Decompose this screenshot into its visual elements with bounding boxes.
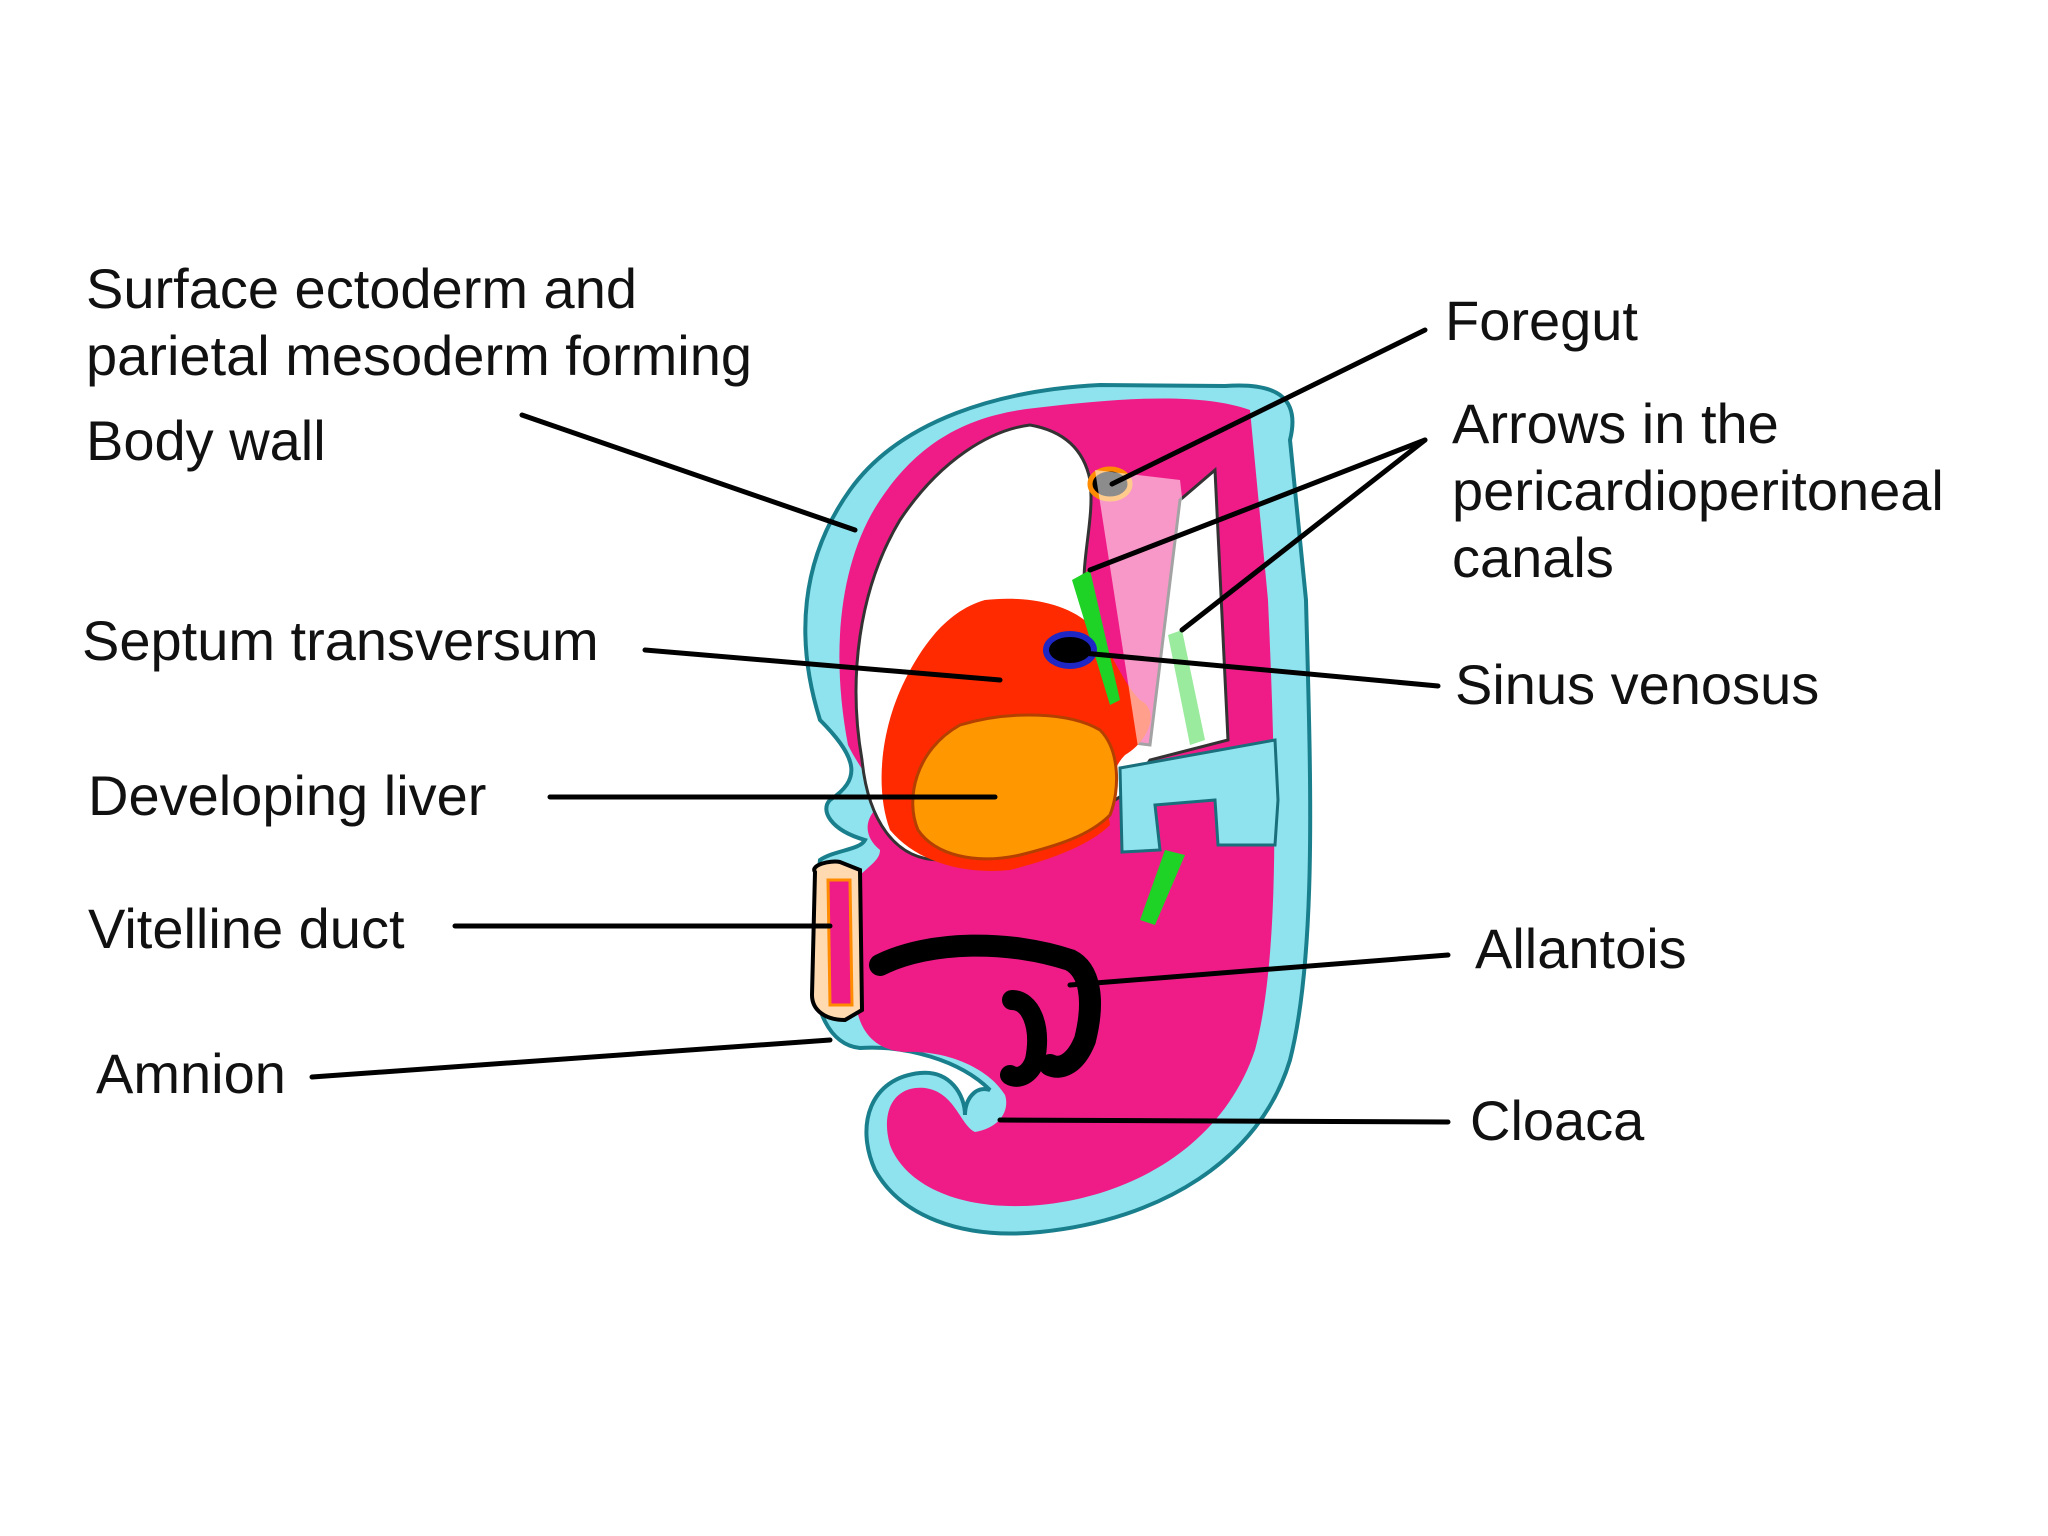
sinus-venosus-shape [1043, 631, 1097, 669]
label-body-wall-3: Body wall [86, 409, 326, 472]
allantois-arc [869, 934, 1101, 1078]
leader-body-wall [519, 412, 858, 533]
liver-shape [911, 713, 1119, 861]
canal-arrow-upper [1072, 570, 1120, 705]
canal-arrow-lower [1140, 850, 1185, 925]
label-body-wall-2: parietal mesoderm forming [86, 324, 752, 387]
leader-allantois [1067, 952, 1451, 988]
vitelline-lumen [826, 878, 854, 1007]
label-cloaca: Cloaca [1470, 1089, 1645, 1152]
leader-foregut [1109, 327, 1428, 487]
embryo-illustration [803, 382, 1313, 1236]
leader-septum [642, 647, 1003, 683]
label-body-wall-1: Surface ectoderm and [86, 257, 637, 320]
leader-amnion [309, 1037, 833, 1080]
label-arrows-2: pericardioperitoneal [1452, 459, 1944, 522]
label-foregut: Foregut [1445, 289, 1638, 352]
septum-block [1118, 738, 1280, 854]
label-septum-transversum: Septum transversum [82, 609, 599, 672]
label-allantois: Allantois [1475, 917, 1687, 980]
leader-lines [309, 327, 1451, 1125]
leader-cloaca [997, 1117, 1451, 1125]
leader-arrows-lower [1179, 437, 1428, 633]
leader-arrows-upper [1087, 437, 1428, 573]
label-arrows-1: Arrows in the [1452, 392, 1779, 455]
cloaca-arc [1000, 990, 1048, 1087]
label-developing-liver: Developing liver [88, 764, 486, 827]
label-vitelline-duct: Vitelline duct [88, 897, 405, 960]
label-arrows-3: canals [1452, 526, 1614, 589]
label-amnion: Amnion [96, 1042, 286, 1105]
leader-sinus [1069, 649, 1441, 689]
label-sinus-venosus: Sinus venosus [1455, 653, 1819, 716]
pericardial-canal [1095, 470, 1210, 760]
labels: Surface ectoderm and parietal mesoderm f… [82, 257, 1944, 1152]
